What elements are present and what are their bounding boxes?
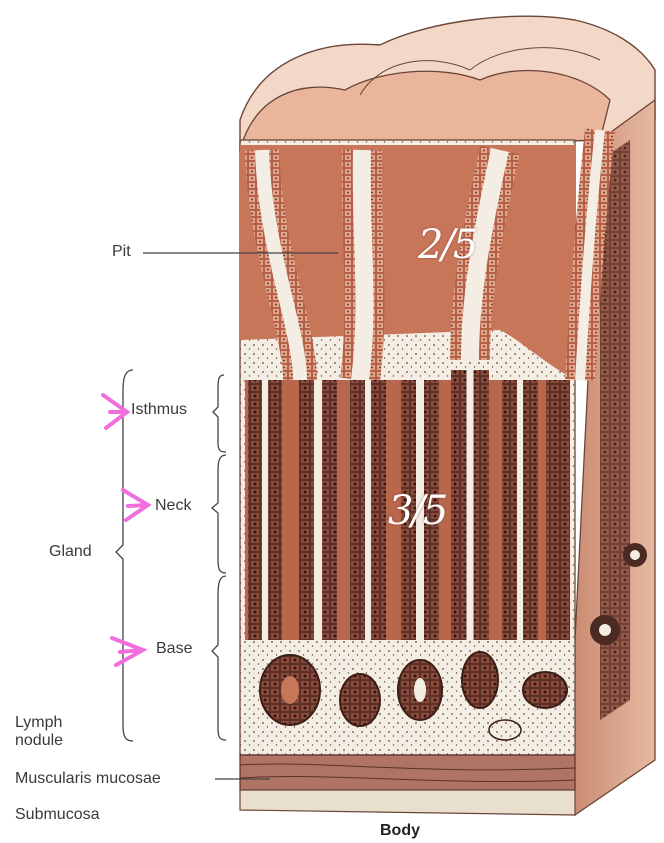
submucosa-layer — [240, 790, 575, 815]
annotation-lower-ratio: 3/5 — [388, 488, 446, 534]
label-pit: Pit — [112, 243, 131, 261]
annotation-upper-ratio: 2/5 — [418, 222, 476, 268]
label-submucosa: Submucosa — [15, 806, 100, 824]
figure-caption: Body — [380, 822, 420, 840]
highlight-markers — [103, 395, 148, 665]
label-base: Base — [156, 640, 192, 658]
label-lymph-nodule: Lymph nodule — [15, 714, 63, 751]
label-gland: Gland — [49, 543, 92, 561]
label-isthmus: Isthmus — [131, 401, 187, 419]
label-neck: Neck — [155, 497, 191, 515]
muscularis-mucosae-layer — [240, 755, 575, 790]
label-muscularis-mucosae: Muscularis mucosae — [15, 770, 161, 788]
